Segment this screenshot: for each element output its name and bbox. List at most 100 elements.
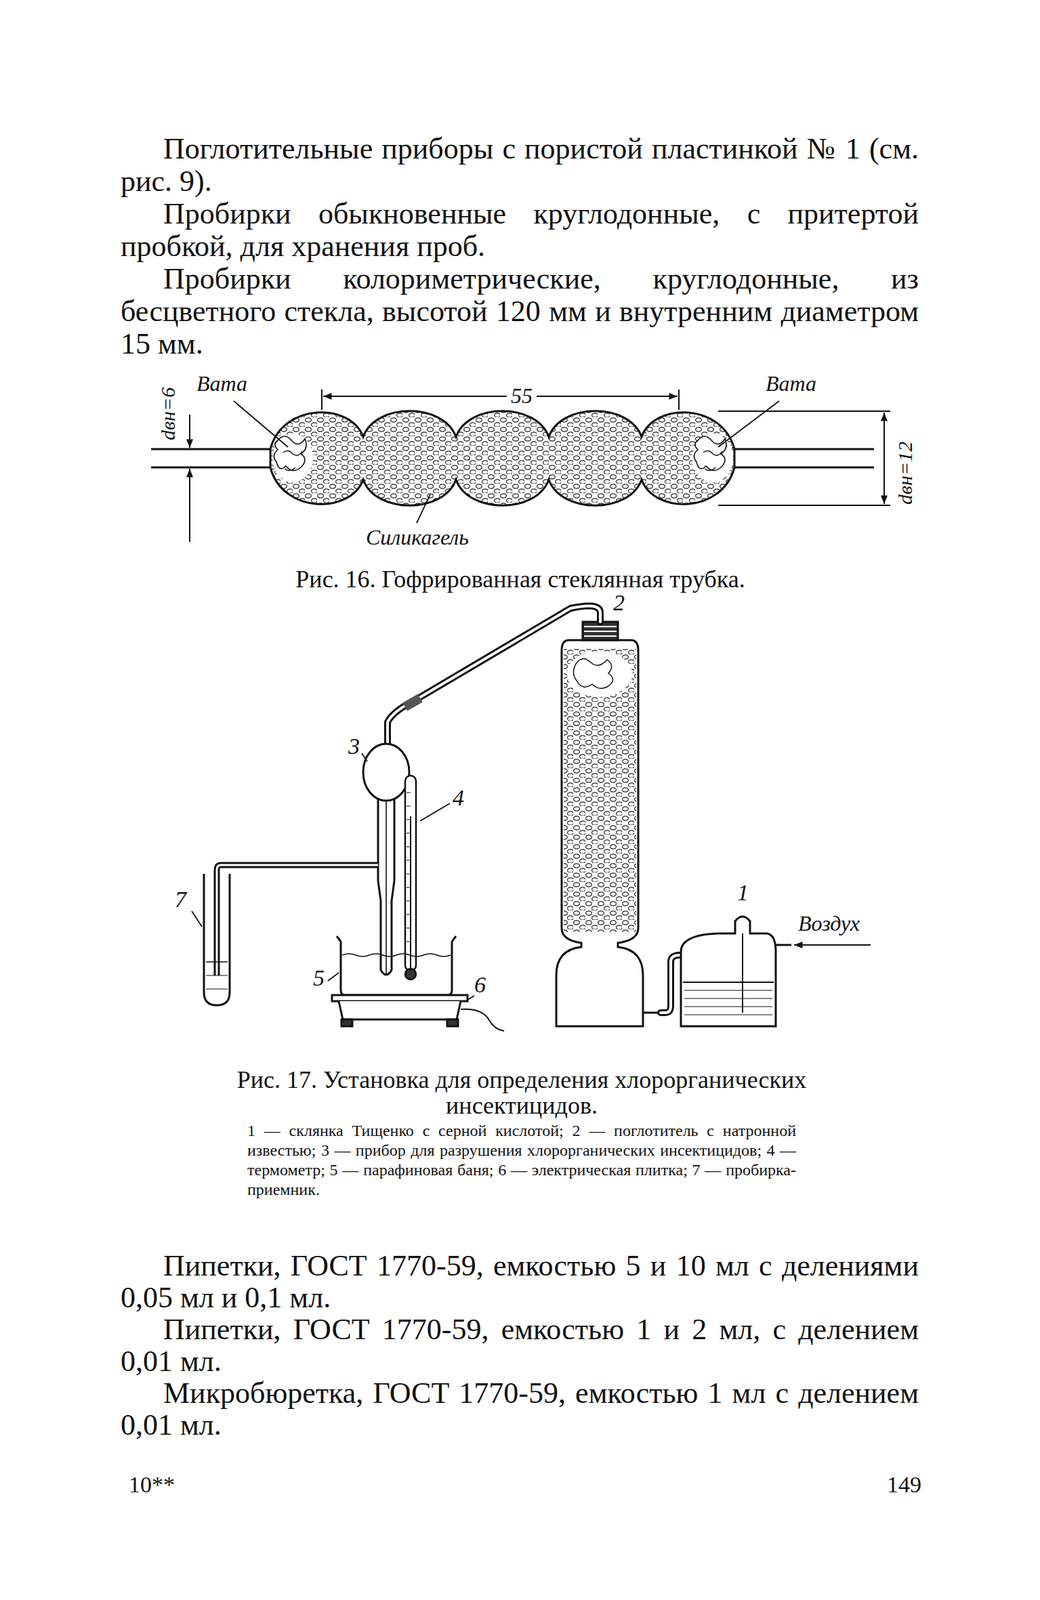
dimension-lines <box>189 414 191 448</box>
callout-number: 3 <box>348 733 360 760</box>
absorber-column <box>584 635 617 637</box>
decomposition-device <box>363 743 410 801</box>
figure-caption: Рис. 16. Гофрированная стеклянная трубка… <box>203 565 838 593</box>
rubber-tubing <box>402 693 423 711</box>
leader-lines <box>420 803 450 822</box>
rubber-tubing <box>387 605 601 744</box>
body-paragraph: Пипетки, ГОСТ 1770-59, емкостью 1 и 2 мл… <box>120 1313 919 1378</box>
body-paragraph: Пробирки обыкновенные круглодонные, с пр… <box>120 197 919 263</box>
tishchenko-flask <box>794 944 871 946</box>
corrugated-tube <box>693 436 727 471</box>
dimension-label: dвн=12 <box>892 441 917 505</box>
electric-hotplate <box>341 1019 353 1027</box>
absorber-column <box>584 630 617 633</box>
electric-hotplate <box>331 995 468 1002</box>
decomposition-device <box>216 865 379 976</box>
corrugated-tube <box>151 448 275 451</box>
thermometer <box>405 968 416 980</box>
text-column: Пипетки, ГОСТ 1770-59, емкостью 5 и 10 м… <box>120 1250 919 1442</box>
figure-caption: Рис. 17. Установка для определения хлоро… <box>230 1067 814 1119</box>
rubber-tubing <box>387 605 601 744</box>
corrugated-tube <box>272 433 314 483</box>
rubber-tubing <box>660 955 680 1013</box>
paraffin-bath <box>336 936 456 996</box>
figure-legend: 1 — склянка Тищенко с серной кислотой; 2… <box>247 1121 797 1200</box>
page-signature: 10** <box>128 1471 175 1499</box>
thermometer <box>409 816 412 971</box>
body-paragraph: Пробирки колориметрические, круглодонные… <box>120 262 919 361</box>
tishchenko-flask <box>680 916 776 1027</box>
leader-lines <box>191 911 202 927</box>
body-paragraph: Поглотительные приборы с пористой пласти… <box>120 132 919 198</box>
absorber-column <box>584 626 617 628</box>
dimension-label: dвн=6 <box>155 387 180 441</box>
corrugated-tube <box>270 411 735 507</box>
receiver-tube <box>205 975 228 977</box>
corrugated-tube <box>731 466 875 469</box>
tishchenko-flask <box>684 1014 773 1016</box>
decomposition-device <box>385 800 387 976</box>
callout-number: 6 <box>474 971 486 998</box>
paraffin-bath <box>336 936 456 996</box>
dimension-lines <box>189 389 891 543</box>
callout-number: 5 <box>313 964 325 992</box>
rubber-tubing <box>387 605 680 1013</box>
electric-hotplate <box>338 1001 461 1020</box>
receiver-tube <box>203 874 230 1006</box>
paraffin-bath <box>342 953 451 957</box>
body-paragraph: Пипетки, ГОСТ 1770-59, емкостью 5 и 10 м… <box>120 1250 919 1314</box>
leader-lines <box>467 995 475 1001</box>
receiver-tube <box>205 989 228 990</box>
absorber-column <box>567 651 633 698</box>
dimension-lines <box>883 412 885 505</box>
corrugated-tube <box>151 466 275 469</box>
tishchenko-flask <box>775 944 792 947</box>
receiver-tube <box>203 874 230 1006</box>
part-label: Вата <box>765 371 817 397</box>
absorber-column <box>563 649 637 933</box>
absorber-column <box>556 621 661 1027</box>
callout-number: 7 <box>174 886 187 913</box>
page-number: 149 <box>874 1471 922 1499</box>
corrugated-tube <box>703 450 723 471</box>
leader-lines <box>416 494 431 524</box>
electric-hotplate <box>331 995 505 1032</box>
leader-lines <box>233 401 288 448</box>
tishchenko-flask <box>682 981 774 984</box>
electric-hotplate <box>460 1009 505 1032</box>
text-column: Поглотительные приборы с пористой пласти… <box>120 132 919 361</box>
tishchenko-flask <box>684 990 773 992</box>
dimension-lines <box>321 389 323 410</box>
dimension-lines <box>678 389 680 410</box>
tishchenko-flask <box>684 1006 773 1008</box>
thermometer <box>406 792 411 942</box>
corrugated-tube <box>273 436 307 471</box>
leader-lines <box>191 753 475 1001</box>
callout-number: 2 <box>613 589 625 616</box>
leader-lines <box>361 753 368 762</box>
callout-number: 1 <box>737 879 749 906</box>
corrugated-tube <box>283 450 303 471</box>
dimension-label: 55 <box>506 383 537 409</box>
tishchenko-flask <box>684 998 773 1000</box>
decomposition-device <box>216 865 379 976</box>
thermometer <box>405 775 416 971</box>
part-label: Силикагель <box>365 525 469 551</box>
decomposition-device <box>378 798 395 975</box>
tishchenko-flask <box>741 933 744 1013</box>
thermometer <box>405 775 416 980</box>
rubber-tubing <box>660 955 680 1013</box>
dimension-lines <box>718 504 891 507</box>
decomposition-device <box>216 743 410 976</box>
leader-lines <box>233 401 780 524</box>
receiver-tube <box>205 961 228 963</box>
corrugated-tube <box>731 448 875 451</box>
leader-lines <box>718 401 780 448</box>
corrugated-tube <box>151 411 875 507</box>
dimension-lines <box>718 410 891 412</box>
dimension-lines <box>189 468 191 543</box>
leader-lines <box>327 972 339 982</box>
callout-number: 4 <box>452 784 465 811</box>
electric-hotplate <box>447 1019 459 1027</box>
